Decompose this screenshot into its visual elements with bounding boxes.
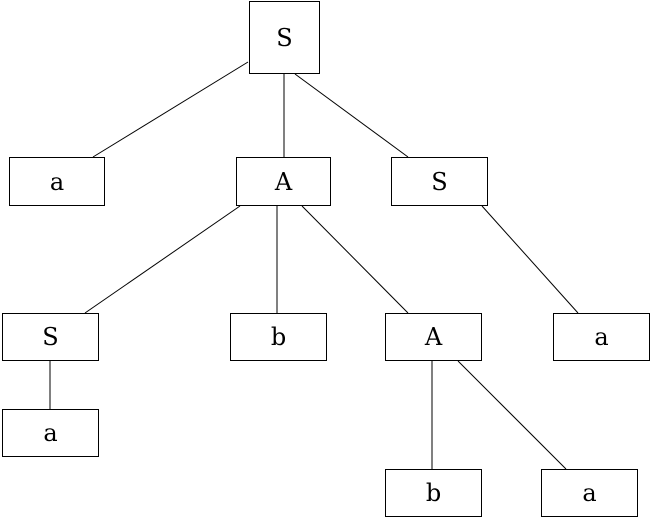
node-label: S — [276, 24, 292, 52]
node-A: A — [236, 157, 331, 206]
node-b-leaf: b — [385, 469, 482, 517]
edge-A-to-A — [301, 205, 409, 314]
edge-root-to-S — [294, 73, 409, 158]
node-label: b — [426, 479, 441, 507]
node-root-S: S — [249, 1, 320, 74]
tree-edges — [49, 61, 579, 470]
node-label: A — [274, 168, 293, 196]
edge-A-to-S — [84, 205, 241, 314]
node-a: a — [9, 157, 105, 206]
node-b: b — [230, 313, 327, 361]
node-S-child: S — [2, 313, 99, 361]
node-S: S — [391, 157, 488, 206]
edge-S-to-a — [481, 205, 579, 314]
node-label: a — [43, 419, 57, 447]
node-A-child: A — [385, 313, 482, 361]
node-label: b — [271, 323, 286, 351]
edge-root-to-a — [92, 61, 249, 158]
node-a-leaf-right: a — [541, 469, 638, 517]
node-label: A — [424, 323, 443, 351]
node-label: a — [50, 168, 64, 196]
node-label: S — [42, 323, 58, 351]
node-label: a — [582, 479, 596, 507]
node-label: S — [431, 168, 447, 196]
node-a-leaf-left: a — [2, 409, 99, 457]
node-a-right: a — [553, 313, 650, 361]
edge-A-to-a-leaf — [457, 360, 567, 470]
node-label: a — [594, 323, 608, 351]
